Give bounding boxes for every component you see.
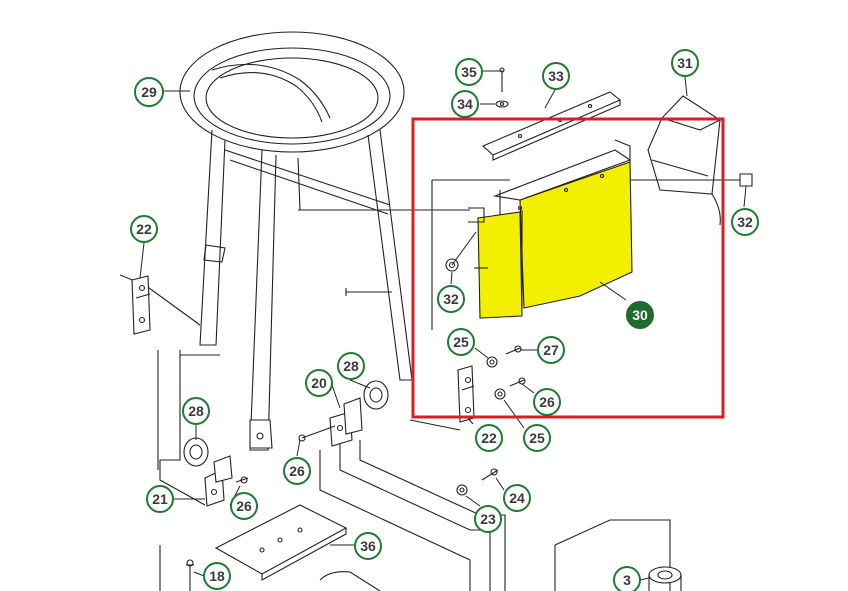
bracket-right-drawing [457, 345, 526, 423]
ring-stand-drawing [179, 31, 413, 451]
svg-text:28: 28 [343, 358, 359, 374]
svg-text:20: 20 [311, 375, 327, 391]
callout-32-nut[interactable]: 32 [437, 285, 465, 313]
svg-text:23: 23 [480, 511, 496, 527]
svg-text:33: 33 [548, 68, 564, 84]
svg-text:26: 26 [236, 498, 252, 514]
callout-27[interactable]: 27 [537, 336, 565, 364]
svg-text:3: 3 [623, 572, 631, 588]
svg-text:26: 26 [289, 463, 305, 479]
svg-text:36: 36 [360, 538, 376, 554]
callout-23[interactable]: 23 [474, 505, 502, 533]
callout-31[interactable]: 31 [671, 49, 699, 77]
callout-30-selected[interactable]: 30 [626, 301, 654, 329]
cover-part-30[interactable] [468, 139, 633, 319]
svg-text:22: 22 [481, 430, 497, 446]
svg-text:29: 29 [141, 84, 157, 100]
svg-text:24: 24 [509, 490, 525, 506]
nut-drawing [445, 231, 477, 272]
svg-text:22: 22 [136, 221, 152, 237]
callout-26-right[interactable]: 26 [533, 388, 561, 416]
frame-lines [119, 179, 671, 591]
callout-35[interactable]: 35 [455, 58, 483, 86]
callout-29[interactable]: 29 [134, 77, 164, 107]
callout-24[interactable]: 24 [503, 484, 531, 512]
svg-text:26: 26 [539, 394, 555, 410]
callout-21[interactable]: 21 [146, 485, 174, 513]
callout-22-left[interactable]: 22 [130, 215, 158, 243]
svg-text:28: 28 [188, 403, 204, 419]
foot-drawing [648, 566, 682, 591]
guard-drawing [630, 95, 753, 226]
callout-33[interactable]: 33 [542, 62, 570, 90]
callout-26-left[interactable]: 26 [230, 492, 258, 520]
svg-text:31: 31 [677, 55, 693, 71]
svg-text:30: 30 [632, 307, 648, 323]
callout-34[interactable]: 34 [451, 90, 479, 118]
callout-20[interactable]: 20 [305, 369, 333, 397]
svg-text:25: 25 [453, 334, 469, 350]
callout-22-right[interactable]: 22 [475, 424, 503, 452]
svg-text:32: 32 [443, 291, 459, 307]
cover-side-panel [477, 211, 523, 319]
svg-text:18: 18 [209, 568, 225, 584]
bracket-left-drawing [131, 275, 151, 335]
svg-text:25: 25 [529, 430, 545, 446]
leader-lines [139, 70, 747, 581]
callout-25-lower[interactable]: 25 [523, 424, 551, 452]
callout-18[interactable]: 18 [203, 562, 231, 590]
selection-frame [411, 117, 725, 419]
svg-text:34: 34 [457, 96, 473, 112]
svg-text:27: 27 [543, 342, 559, 358]
callout-3[interactable]: 3 [613, 566, 641, 591]
callout-25-upper[interactable]: 25 [447, 328, 475, 356]
svg-text:35: 35 [461, 64, 477, 80]
callout-32-right[interactable]: 32 [731, 208, 759, 236]
cover-front-panel [519, 161, 633, 309]
svg-text:21: 21 [152, 491, 168, 507]
mount-left-drawing [183, 437, 249, 507]
callout-28-middle[interactable]: 28 [337, 352, 365, 380]
plate-drawing [214, 504, 381, 591]
hardware-drawing [186, 288, 499, 591]
callout-36[interactable]: 36 [354, 532, 382, 560]
svg-text:32: 32 [737, 214, 753, 230]
callout-26-middle[interactable]: 26 [283, 457, 311, 485]
callout-28-left[interactable]: 28 [182, 397, 210, 425]
